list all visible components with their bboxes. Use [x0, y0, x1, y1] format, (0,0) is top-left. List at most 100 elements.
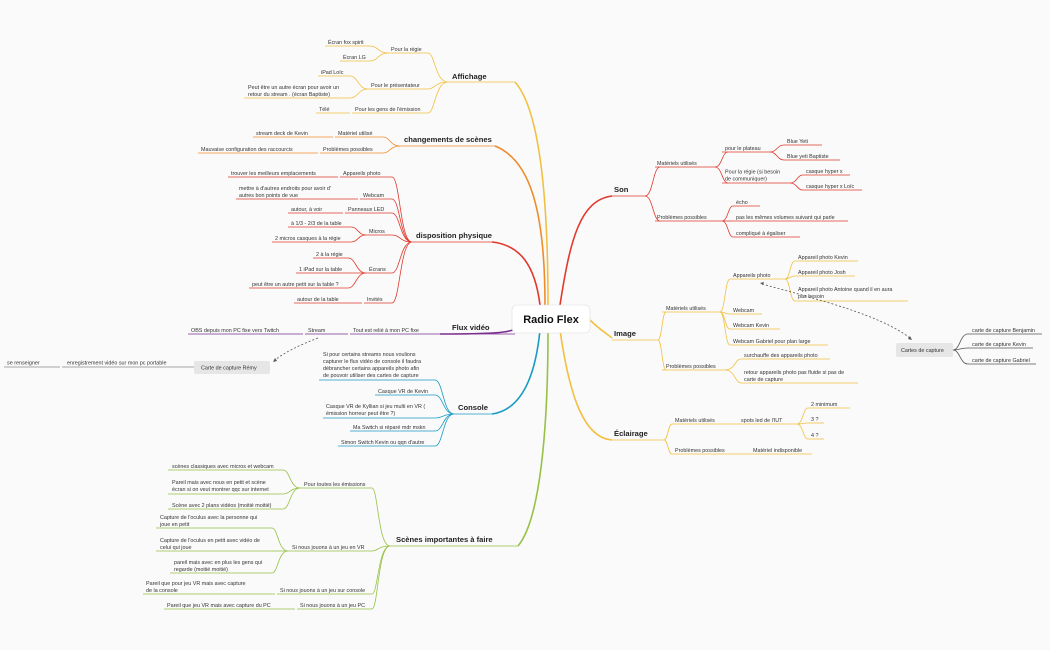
affichage-gens: Pour les gens de l'émission — [355, 107, 420, 113]
cartes-item-3: carte de capture Gabriel — [972, 358, 1030, 364]
regie-casque-1: casque hyper x — [806, 169, 843, 175]
image-materiels: Matériels utilisés — [666, 306, 706, 312]
flux-carte: Carte de capture Rémy — [201, 366, 257, 372]
console-item-1: Casque VR de Kevin — [378, 389, 428, 395]
disposition-webcam: Webcam — [363, 193, 385, 199]
toutes-item-2a: Pareil mais avec nous en petit et scène — [172, 480, 266, 486]
cartes-capture-box[interactable]: Cartes de capture — [896, 343, 953, 357]
vr-item-2b: celui qui joue — [160, 545, 191, 551]
topic-disposition[interactable]: disposition physique — [412, 231, 492, 243]
eclairage-spots: spots led de l'IUT — [741, 418, 783, 424]
presentateur-item-2b: retour du stream . (écran Baptiste) — [248, 92, 330, 98]
photo-item-3b: pas besoin — [798, 294, 824, 300]
affichage-regie: Pour la régie — [391, 47, 422, 53]
scenes-toutes: Pour toutes les émissions — [304, 482, 366, 488]
son-probleme-3: compliqué à égaliser — [736, 231, 786, 237]
image-photo: Appareils photo — [733, 273, 770, 279]
spots-item-1: 2 minimum — [811, 402, 838, 408]
presentateur-item-2a: Peut être un autre écran pour avoir un — [248, 85, 339, 91]
spots-item-3: 4 ? — [811, 433, 819, 439]
son-plateau: pour le plateau — [725, 146, 761, 152]
toutes-item-2b: écran si on veut montrer qqc sur interne… — [172, 487, 269, 493]
topic-son[interactable]: Son — [612, 185, 645, 197]
presentateur-item-1: iPad Loïc — [321, 70, 344, 76]
disposition-ecrans: Écrans — [369, 266, 386, 273]
branch-changements — [494, 145, 546, 306]
son-label: Son — [614, 185, 629, 194]
console-item-3: Ma Switch si réparé mdr mskn — [353, 425, 426, 431]
son-problemes: Problèmes possibles — [657, 215, 707, 221]
scenes-label: Scènes importantes à faire — [396, 535, 493, 544]
branch-scenes — [517, 329, 549, 547]
eclairage-problemes: Problèmes possibles — [675, 448, 725, 454]
toutes-item-3: Scène avec 2 plans vidéos (moitié moitié… — [172, 503, 272, 509]
disposition-invites-value: autour de la table — [297, 297, 339, 303]
disposition-led-value: autour, à voir — [291, 207, 322, 213]
scenes-vr: Si nous jouons à un jeu en VR — [292, 545, 365, 551]
topic-eclairage[interactable]: Éclairage — [612, 429, 664, 441]
console-note-1: Si pour certains streams nous voulions — [323, 352, 416, 358]
disposition-photo-value: trouver les meilleurs emplacements — [231, 171, 316, 177]
image-webcam-3: Webcam Gabriel pour plan large — [733, 339, 811, 345]
plateau-item-2: Blue yeti Baptiste — [787, 154, 829, 160]
flux-enregistrement: enregistrement vidéo sur mon pc portable — [67, 361, 166, 367]
affichage-presentateur: Pour le présentateur — [371, 83, 420, 89]
photo-item-2: Appareil photo Josh — [798, 270, 846, 276]
changements-problemes: Problèmes possibles — [323, 147, 373, 153]
son-probleme-1: écho — [736, 200, 748, 206]
console-item-2a: Casque VR de Kyllian si jeu multi en VR … — [326, 404, 425, 410]
disposition-photo: Appareils photo — [343, 171, 380, 177]
disposition-webcam-value2: autres bon points de vue — [239, 193, 298, 199]
branch-son — [559, 195, 613, 306]
son-regie-1: Pour la régie (si besoin — [725, 170, 780, 176]
disposition-invites: Invités — [367, 297, 383, 303]
topic-image[interactable]: Image — [612, 329, 658, 341]
console-note-2: capturer le flux vidéo de console il fau… — [323, 359, 421, 365]
console-label: Console — [458, 403, 488, 412]
topic-flux[interactable]: Flux vidéo — [448, 323, 515, 335]
branch-image — [589, 319, 613, 339]
topic-changements[interactable]: changements de scènes — [400, 135, 495, 147]
cartes-item-1: carte de capture Benjamin — [972, 328, 1035, 334]
branch-disposition — [491, 241, 541, 306]
image-webcam-2: Webcam Kevin — [733, 323, 769, 329]
vr-item-2a: Capture de l'oculus en petit avec vidéo … — [160, 538, 260, 544]
cartes-item-2: carte de capture Kevin — [972, 342, 1026, 348]
regie-casque-2: casque hyper x Loïc — [806, 184, 855, 190]
disposition-webcam-value1: mettre à d'autres endroits pour avoir d' — [239, 186, 331, 192]
image-probleme-2a: retour appareils photo pas fluide si pas… — [744, 370, 844, 376]
image-webcam-1: Webcam — [733, 308, 755, 314]
son-regie-2: de communiquer) — [725, 177, 767, 183]
disposition-led: Panneaux LED — [348, 207, 384, 213]
console-note-4: de pouvoir utiliser des cartes de captur… — [323, 373, 419, 379]
son-probleme-2: pas les mêmes volumes suivant qui parle — [736, 215, 835, 221]
toutes-item-1: scènes classiques avec micros et webcam — [172, 464, 274, 470]
affichage-label: Affichage — [452, 72, 487, 81]
changements-problemes-value: Mauvaise configuration des raccourcis — [201, 147, 293, 153]
image-label: Image — [614, 329, 636, 338]
ecrans-item-3: peut être un autre petit sur la table ? — [252, 282, 339, 288]
vr-item-3b: regarde (moitié moitié) — [174, 567, 228, 573]
plateau-item-1: Blue Yeti — [787, 139, 808, 145]
scenes-pc-value: Pareil que jeu VR mais avec capture du P… — [167, 603, 271, 609]
console-note-3: débrancher certains appareils photo afin — [323, 366, 419, 372]
image-problemes: Problèmes possibles — [666, 364, 716, 370]
micros-item-2: 2 micros casques à la régie — [275, 236, 341, 242]
flux-obs: OBS depuis mon PC fixe vers Twitch — [191, 328, 279, 334]
branch-eclairage — [559, 329, 613, 441]
photo-item-1: Appareil photo Kevin — [798, 255, 848, 261]
vr-item-1b: joue en petit — [159, 522, 190, 528]
topic-console[interactable]: Console — [454, 403, 492, 415]
vr-item-1a: Capture de l'oculus avec la personne qui — [160, 515, 257, 521]
carte-remy-box[interactable]: Carte de capture Rémy — [194, 361, 270, 374]
eclairage-label: Éclairage — [614, 429, 648, 438]
flux-stream: Stream — [308, 328, 326, 334]
console-jeu-item-1a: Pareil que pour jeu VR mais avec capture — [146, 581, 245, 587]
topic-affichage[interactable]: Affichage — [448, 72, 515, 83]
topic-scenes[interactable]: Scènes importantes à faire — [390, 535, 518, 547]
flux-relie: Tout est relié à mon PC fixe — [353, 328, 419, 334]
eclairage-probleme-value: Matériel indisponible — [753, 448, 802, 454]
son-materiels: Matériels utilisés — [657, 161, 697, 167]
central-topic[interactable]: Radio Flex — [511, 304, 591, 334]
